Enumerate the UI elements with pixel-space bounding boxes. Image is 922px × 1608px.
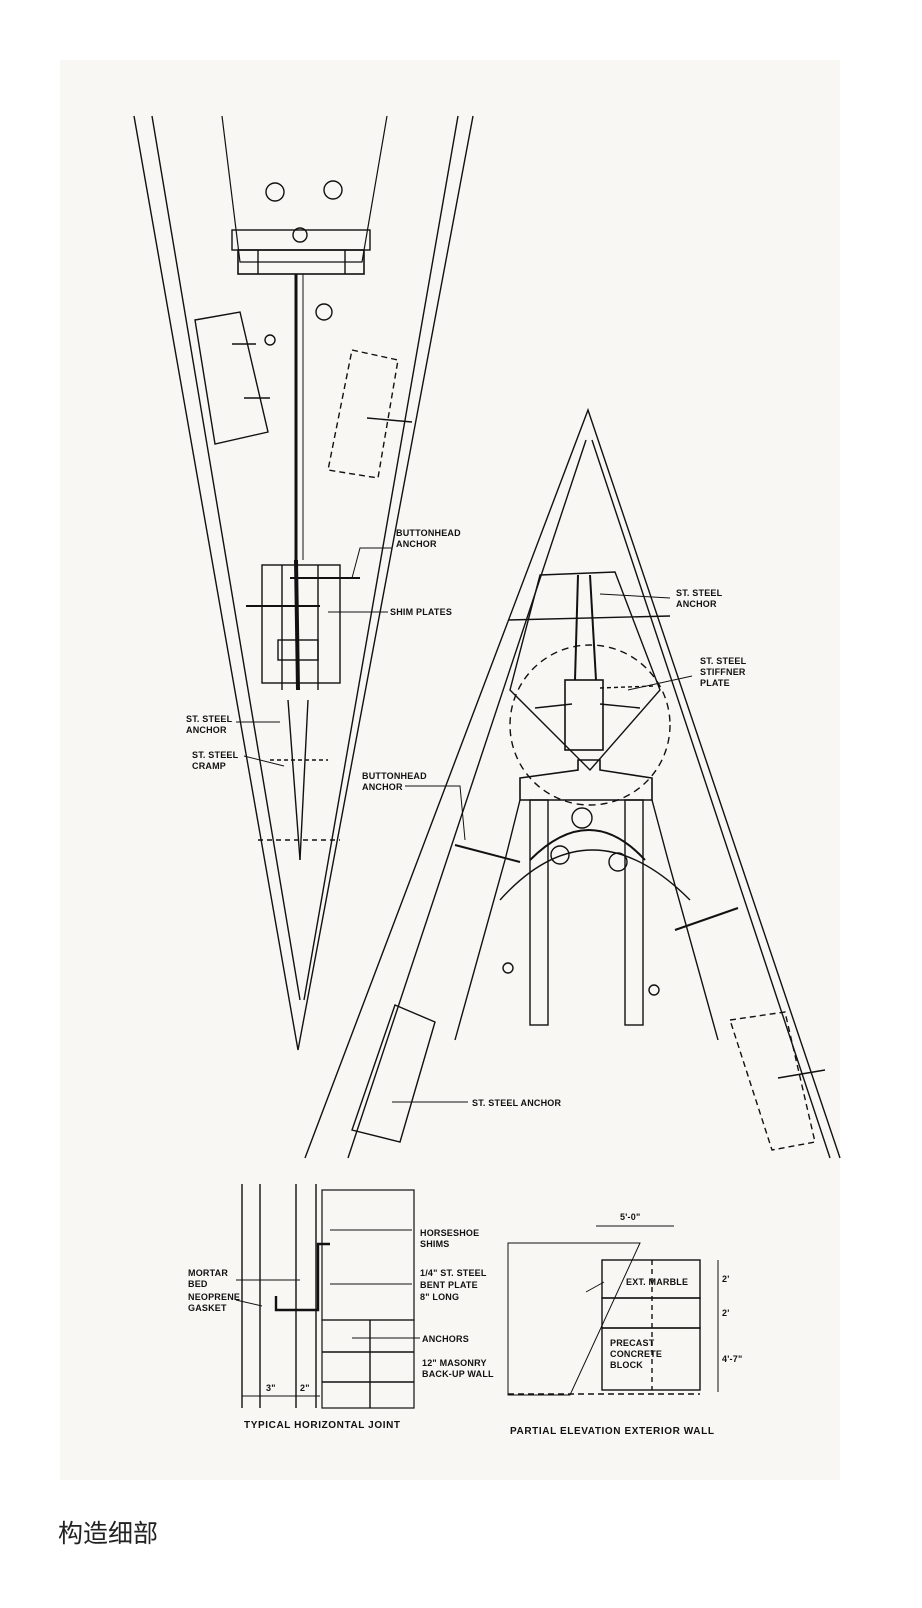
label-st-steel-anchor-2: ST. STEEL (676, 588, 723, 598)
label-st-steel-anchor-1: ST. STEEL (186, 714, 233, 724)
label-neoprene-gasket-b: GASKET (188, 1303, 227, 1313)
label-masonry-wall: 12" MASONRY (422, 1358, 487, 1368)
label-horseshoe-shims: HORSESHOE (420, 1228, 479, 1238)
left-detail-labels: BUTTONHEAD ANCHOR SHIM PLATES ST. STEEL … (186, 528, 461, 771)
left-wedge-detail (133, 115, 474, 1051)
label-precast-block: PRECAST (610, 1338, 655, 1348)
page-caption: 构造细部 (58, 1519, 159, 1548)
elevation-labels: 5'-0" EXT. MARBLE PRECAST CONCRETE BLOCK… (510, 1212, 742, 1437)
joint-title: TYPICAL HORIZONTAL JOINT (244, 1420, 401, 1431)
label-st-steel-anchor-3: ST. STEEL ANCHOR (472, 1098, 562, 1108)
label-precast-block-c: BLOCK (610, 1360, 643, 1370)
label-mortar-bed-b: BED (188, 1279, 208, 1289)
label-stiffner-plate-c: PLATE (700, 678, 730, 688)
dim-2-feet-a: 2' (722, 1274, 730, 1284)
dim-2-inch: 2" (300, 1383, 310, 1393)
elevation-title: PARTIAL ELEVATION EXTERIOR WALL (510, 1426, 715, 1437)
label-st-steel-cramp-b: CRAMP (192, 761, 226, 771)
label-buttonhead-anchor-1b: ANCHOR (396, 539, 437, 549)
label-bent-plate: 1/4" ST. STEEL (420, 1268, 487, 1278)
label-mortar-bed: MORTAR (188, 1268, 228, 1278)
right-wedge-detail (304, 407, 841, 1159)
dim-3-inch: 3" (266, 1383, 276, 1393)
partial-elevation-detail (507, 1225, 719, 1396)
label-anchors: ANCHORS (422, 1334, 469, 1344)
horizontal-joint-detail (235, 1184, 420, 1409)
label-precast-block-b: CONCRETE (610, 1349, 662, 1359)
label-bent-plate-c: 8" LONG (420, 1292, 459, 1302)
label-st-steel-cramp: ST. STEEL (192, 750, 239, 760)
label-st-steel-anchor-2b: ANCHOR (676, 599, 717, 609)
label-buttonhead-anchor-2: BUTTONHEAD (362, 771, 427, 781)
label-neoprene-gasket: NEOPRENE (188, 1292, 240, 1302)
label-ext-marble: EXT. MARBLE (626, 1277, 688, 1287)
label-bent-plate-b: BENT PLATE (420, 1280, 478, 1290)
label-buttonhead-anchor-2b: ANCHOR (362, 782, 403, 792)
dim-5-feet: 5'-0" (620, 1212, 640, 1222)
label-buttonhead-anchor-1: BUTTONHEAD (396, 528, 461, 538)
label-masonry-wall-b: BACK-UP WALL (422, 1369, 494, 1379)
label-shim-plates: SHIM PLATES (390, 607, 452, 617)
label-st-steel-anchor-1b: ANCHOR (186, 725, 227, 735)
dim-4-feet-7: 4'-7" (722, 1354, 742, 1364)
label-stiffner-plate-b: STIFFNER (700, 667, 746, 677)
right-detail-labels: BUTTONHEAD ANCHOR ST. STEEL ANCHOR ST. S… (362, 588, 747, 1108)
label-stiffner-plate: ST. STEEL (700, 656, 747, 666)
dim-2-feet-b: 2' (722, 1308, 730, 1318)
joint-labels: HORSESHOE SHIMS MORTAR BED NEOPRENE GASK… (188, 1228, 494, 1431)
label-horseshoe-shims-b: SHIMS (420, 1239, 450, 1249)
